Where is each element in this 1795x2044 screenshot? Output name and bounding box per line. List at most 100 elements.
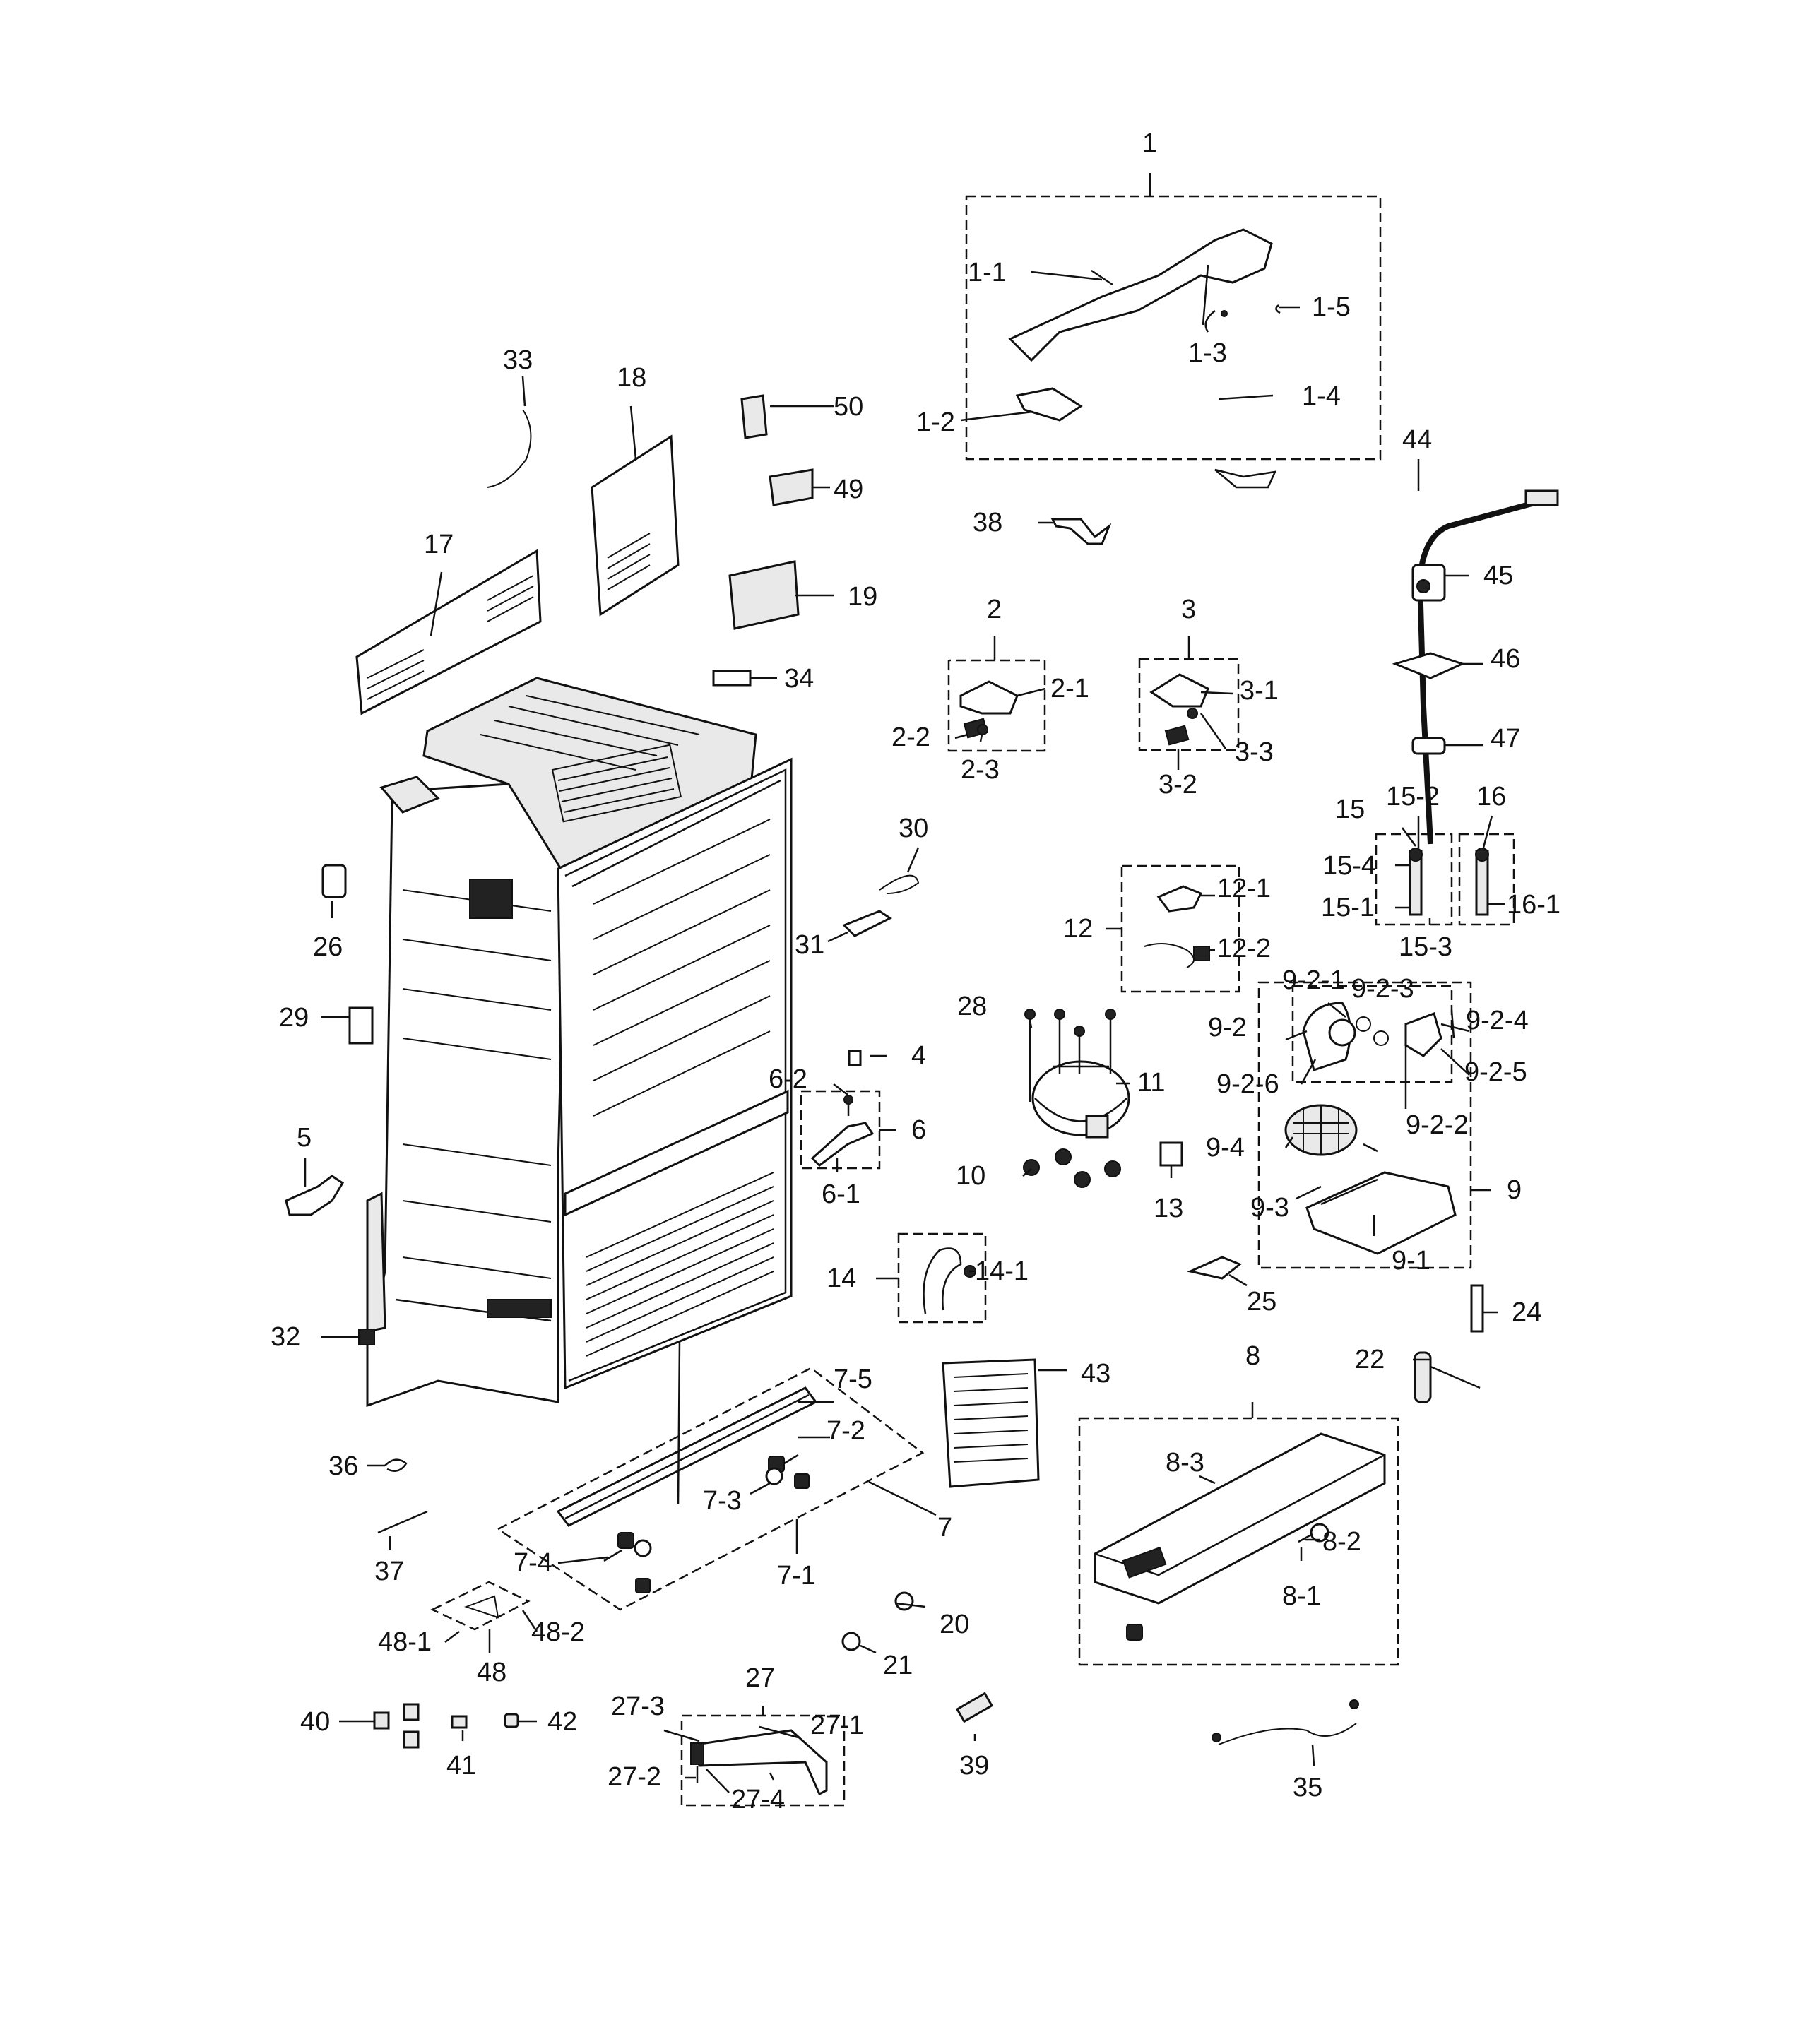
part-12-relay xyxy=(1144,885,1210,968)
group-box-7 xyxy=(496,1367,925,1611)
label-21: 21 xyxy=(883,1651,913,1680)
label-6-2: 6-2 xyxy=(769,1064,807,1094)
part-29-sensor xyxy=(348,1006,374,1045)
label-8-3: 8-3 xyxy=(1166,1448,1204,1478)
part-9-fan-assembly xyxy=(1284,1002,1457,1255)
label-2-1: 2-1 xyxy=(1050,674,1089,703)
label-27-2: 27-2 xyxy=(608,1762,661,1792)
part-18-cover xyxy=(591,434,680,617)
label-44: 44 xyxy=(1402,425,1432,455)
main-cabinet xyxy=(366,677,793,1408)
label-40: 40 xyxy=(300,1707,330,1737)
label-9-4: 9-4 xyxy=(1206,1133,1245,1163)
label-24: 24 xyxy=(1512,1297,1541,1327)
part-33-cord xyxy=(487,409,532,488)
group-box-9-2 xyxy=(1291,985,1453,1083)
label-27-4: 27-4 xyxy=(731,1785,785,1814)
label-9-3: 9-3 xyxy=(1250,1193,1289,1223)
label-48-2: 48-2 xyxy=(531,1617,585,1647)
part-21-spring xyxy=(841,1632,861,1651)
label-13: 13 xyxy=(1154,1194,1183,1223)
label-32: 32 xyxy=(271,1322,300,1352)
label-7-2: 7-2 xyxy=(827,1416,865,1446)
part-5-hinge xyxy=(285,1175,345,1216)
part-37-pin xyxy=(377,1510,428,1534)
label-1-2: 1-2 xyxy=(916,408,955,437)
label-15: 15 xyxy=(1335,795,1365,824)
part-7-rail xyxy=(556,1386,818,1593)
label-9-2-5: 9-2-5 xyxy=(1464,1057,1527,1087)
part-47-bracket xyxy=(1411,737,1446,755)
part-43-grille xyxy=(942,1358,1040,1488)
label-27-1: 27-1 xyxy=(810,1711,864,1740)
part-44-head xyxy=(1524,489,1559,506)
part-38-bracket xyxy=(1050,518,1112,545)
label-38: 38 xyxy=(973,508,1002,537)
label-9-2-4: 9-2-4 xyxy=(1466,1006,1529,1035)
label-27: 27 xyxy=(745,1663,775,1693)
label-14: 14 xyxy=(827,1264,856,1293)
label-34: 34 xyxy=(784,664,814,694)
label-8-2: 8-2 xyxy=(1322,1527,1361,1557)
label-3: 3 xyxy=(1181,595,1196,624)
group-box-16 xyxy=(1458,833,1515,926)
label-6: 6 xyxy=(911,1115,926,1145)
label-11: 11 xyxy=(1137,1068,1165,1098)
part-34-fuse xyxy=(712,670,752,687)
label-7-3: 7-3 xyxy=(703,1486,742,1516)
part-2-hinge xyxy=(959,680,1019,739)
label-3-1: 3-1 xyxy=(1240,676,1279,706)
label-8: 8 xyxy=(1245,1341,1260,1371)
label-4: 4 xyxy=(911,1041,926,1071)
label-48: 48 xyxy=(477,1658,506,1687)
part-8-panel xyxy=(1094,1432,1386,1641)
label-31: 31 xyxy=(795,930,824,960)
label-2-3: 2-3 xyxy=(961,755,1000,785)
label-1: 1 xyxy=(1142,129,1157,158)
label-29: 29 xyxy=(279,1003,309,1033)
group-box-14 xyxy=(897,1232,987,1324)
label-9-1: 9-1 xyxy=(1392,1246,1430,1276)
part-30-wire xyxy=(879,874,920,894)
label-26: 26 xyxy=(313,932,343,962)
group-box-48 xyxy=(430,1581,531,1631)
group-box-15 xyxy=(1375,833,1453,926)
part-6-hinge xyxy=(810,1095,875,1167)
label-37: 37 xyxy=(374,1557,404,1586)
label-43: 43 xyxy=(1081,1359,1110,1389)
part-26-cover xyxy=(321,864,347,898)
label-2-2: 2-2 xyxy=(891,723,930,752)
label-1-1: 1-1 xyxy=(968,258,1007,287)
group-box-9 xyxy=(1257,981,1472,1269)
label-12: 12 xyxy=(1063,914,1093,944)
part-45-housing xyxy=(1411,564,1446,602)
label-14-1: 14-1 xyxy=(975,1256,1029,1286)
part-20-spring xyxy=(894,1591,914,1611)
label-33: 33 xyxy=(503,345,533,375)
part-4-cap xyxy=(848,1050,862,1066)
label-46: 46 xyxy=(1491,644,1520,674)
group-box-2 xyxy=(947,659,1046,752)
label-7-1: 7-1 xyxy=(777,1561,816,1591)
label-12-1: 12-1 xyxy=(1217,874,1271,903)
part-32-clip xyxy=(358,1329,375,1345)
label-17: 17 xyxy=(424,530,454,559)
part-40-41-42-clips xyxy=(373,1703,519,1749)
label-27-3: 27-3 xyxy=(611,1692,665,1721)
label-12-2: 12-2 xyxy=(1217,934,1271,963)
label-9-2-1: 9-2-1 xyxy=(1282,965,1345,995)
label-16: 16 xyxy=(1476,782,1506,812)
part-24-tube xyxy=(1470,1284,1484,1333)
part-36-clip xyxy=(384,1458,408,1472)
label-48-1: 48-1 xyxy=(378,1627,432,1657)
label-36: 36 xyxy=(328,1451,358,1481)
part-27-bracket xyxy=(690,1729,828,1796)
label-1-3: 1-3 xyxy=(1188,338,1227,368)
label-5: 5 xyxy=(297,1123,312,1153)
label-50: 50 xyxy=(834,392,863,422)
label-16-1: 16-1 xyxy=(1507,890,1560,920)
label-2: 2 xyxy=(987,595,1002,624)
callout-labels: 1 1-1 1-2 1-3 1-4 1-5 2 2-1 2-2 2-3 3 3-… xyxy=(271,129,1560,1814)
label-7-5: 7-5 xyxy=(834,1365,872,1394)
